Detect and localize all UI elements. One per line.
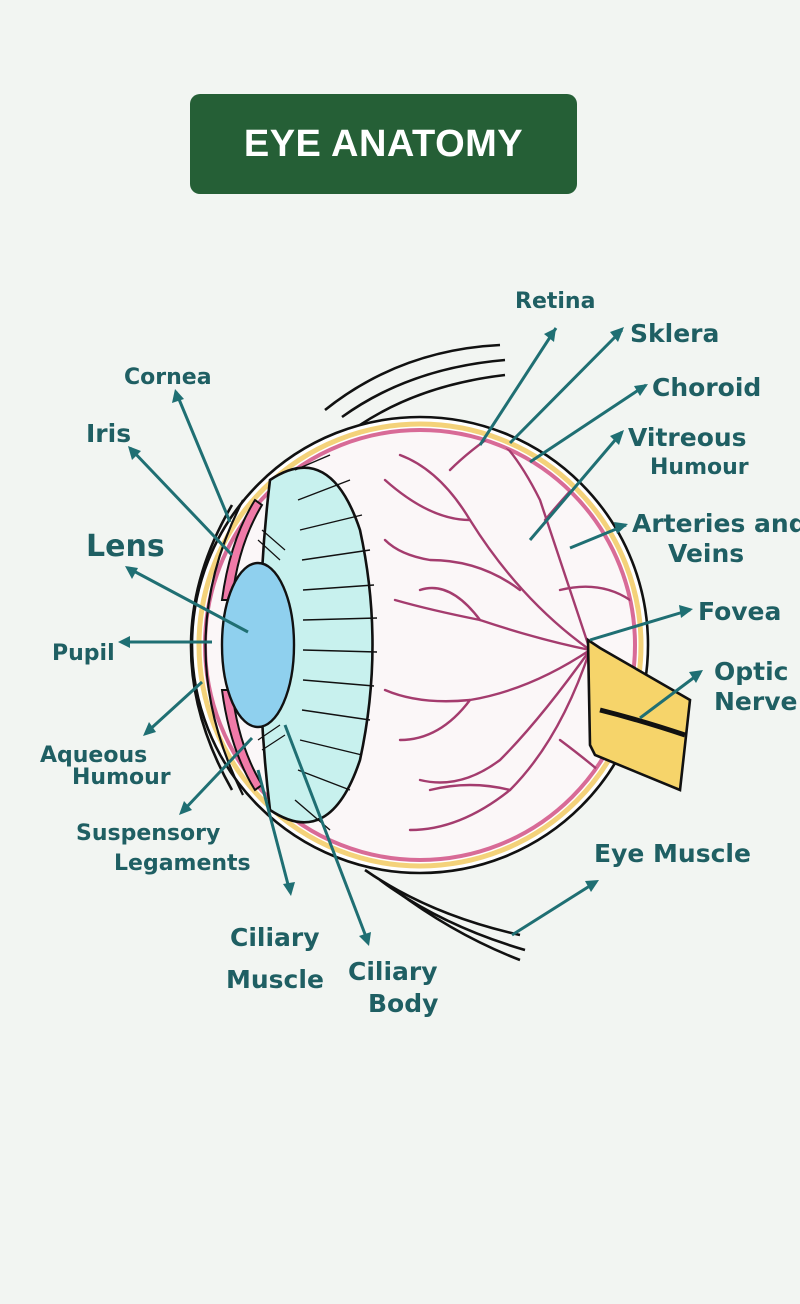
arrow-optic bbox=[639, 670, 703, 720]
arrow-vitreous bbox=[528, 430, 624, 541]
arrow-sklera bbox=[508, 327, 624, 445]
label-ciliary-body-line2: Body bbox=[368, 989, 438, 1018]
arrow-ciliary-body bbox=[283, 724, 371, 946]
arrow-fovea bbox=[589, 605, 693, 642]
label-ciliary-muscle-line1: Ciliary bbox=[230, 923, 320, 952]
label-aqueous-line2: Humour bbox=[72, 765, 171, 790]
cornea bbox=[189, 504, 234, 791]
label-iris: Iris bbox=[86, 419, 131, 448]
arrow-ciliary-muscle bbox=[256, 769, 295, 896]
label-suspensory-line1: Suspensory bbox=[76, 821, 220, 846]
ciliary-ridges bbox=[294, 454, 378, 831]
arrow-cornea bbox=[172, 389, 232, 523]
label-arteries-line2: Veins bbox=[668, 539, 744, 568]
label-optic-line2: Nerve bbox=[714, 687, 797, 716]
arrow-choroid bbox=[529, 383, 648, 464]
label-sklera: Sklera bbox=[630, 319, 719, 348]
label-ciliary-body-line1: Ciliary bbox=[348, 957, 438, 986]
arrow-retina bbox=[478, 327, 558, 446]
label-vitreous-line1: Vitreous bbox=[628, 423, 747, 452]
label-pupil: Pupil bbox=[52, 641, 115, 666]
eye-muscle-bottom bbox=[364, 868, 526, 962]
label-eye-muscle: Eye Muscle bbox=[594, 839, 751, 868]
label-aqueous-line1: Aqueous bbox=[40, 743, 147, 768]
arrow-arteries bbox=[569, 522, 628, 550]
label-suspensory-line2: Legaments bbox=[114, 851, 251, 876]
label-vitreous-line2: Humour bbox=[650, 455, 749, 480]
arteries-and-veins bbox=[383, 430, 632, 832]
label-retina: Retina bbox=[515, 289, 595, 314]
label-ciliary-muscle-line2: Muscle bbox=[226, 965, 324, 994]
arrow-iris bbox=[128, 446, 234, 557]
lens bbox=[220, 561, 296, 729]
page-title: EYE ANATOMY bbox=[243, 122, 524, 165]
choroid bbox=[196, 421, 644, 869]
label-lens: Lens bbox=[86, 529, 165, 564]
title-banner: EYE ANATOMY bbox=[190, 94, 577, 194]
arrow-suspensory bbox=[179, 736, 254, 815]
label-choroid: Choroid bbox=[652, 373, 761, 402]
label-cornea: Cornea bbox=[124, 365, 212, 390]
label-optic-line1: Optic bbox=[714, 657, 789, 686]
label-fovea: Fovea bbox=[698, 597, 781, 626]
eye-muscle-top bbox=[324, 343, 506, 427]
label-arteries-line1: Arteries and bbox=[632, 509, 800, 538]
arrow-aqueous bbox=[143, 680, 204, 736]
label-arrows bbox=[118, 327, 703, 946]
arrow-lens bbox=[125, 566, 249, 634]
suspensory-ligaments bbox=[257, 529, 286, 751]
arrow-pupil bbox=[118, 636, 212, 648]
arrow-eye-muscle bbox=[511, 880, 599, 937]
optic-nerve bbox=[586, 637, 692, 792]
